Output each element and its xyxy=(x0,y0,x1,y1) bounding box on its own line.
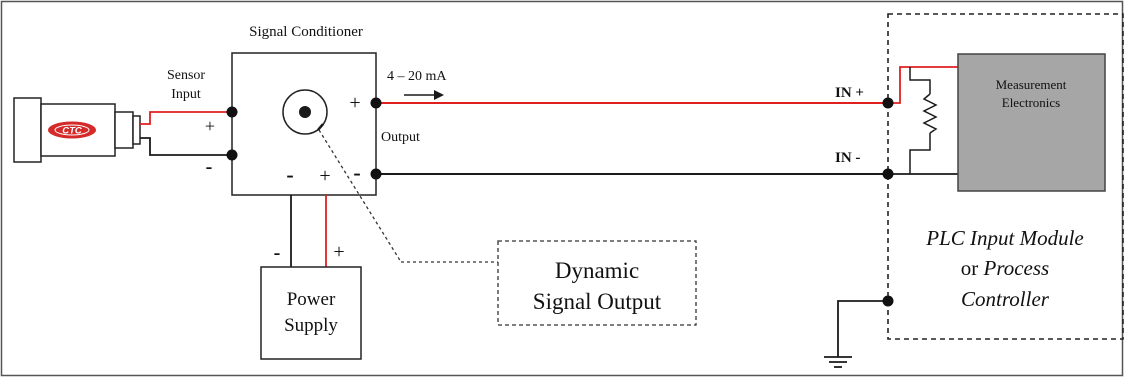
in-minus-label: IN - xyxy=(835,150,860,166)
ground-terminal xyxy=(882,295,894,307)
supply-plus-sign: + xyxy=(319,165,330,187)
dynamic-callout-leader xyxy=(318,129,402,263)
bnc-connector-icon xyxy=(282,89,328,135)
sensor-plus-sign: + xyxy=(205,116,215,136)
measurement-electronics-line2: Electronics xyxy=(1002,95,1060,110)
current-direction-arrow-icon xyxy=(404,90,444,100)
sensor-connector-tip xyxy=(132,115,141,145)
plc-label-or: or xyxy=(961,256,984,280)
plc-label-process: Process xyxy=(983,256,1050,280)
power-supply-box xyxy=(260,266,362,360)
power-supply-label-line1: Power xyxy=(287,289,336,310)
sensor-logo-text: CTC xyxy=(62,126,82,137)
in-plus-label: IN + xyxy=(835,85,864,101)
output-minus-sign: - xyxy=(353,160,360,185)
dynamic-signal-output-box xyxy=(497,240,697,326)
plc-label-line3: Controller xyxy=(961,287,1050,311)
current-range-label: 4 – 20 mA xyxy=(387,69,447,84)
input-minus-terminal xyxy=(882,168,894,180)
sensor-body xyxy=(13,97,42,163)
power-supply-label-line2: Supply xyxy=(284,315,338,336)
input-resistor-icon xyxy=(909,67,938,174)
sensor-minus-terminal xyxy=(226,149,238,161)
dynamic-signal-output-line1: Dynamic xyxy=(555,258,639,283)
sensor-connector xyxy=(114,111,134,149)
power-plus-sign: + xyxy=(333,241,344,263)
plc-label-line1: PLC Input Module xyxy=(925,226,1084,250)
power-minus-sign: - xyxy=(274,242,281,264)
measurement-electronics-box xyxy=(957,53,1106,192)
output-minus-terminal xyxy=(370,168,382,180)
output-plus-terminal xyxy=(370,97,382,109)
sensor-minus-lead xyxy=(140,137,232,156)
sensor-minus-sign: - xyxy=(206,156,213,178)
ctc-logo-icon: CTC xyxy=(48,121,96,139)
ground-icon xyxy=(824,300,888,368)
input-plus-lead xyxy=(888,66,958,104)
input-plus-terminal xyxy=(882,97,894,109)
output-label: Output xyxy=(381,130,420,145)
supply-minus-sign: - xyxy=(286,162,293,187)
sensor-plus-terminal xyxy=(226,106,238,118)
sensor-input-label-line2: Input xyxy=(171,87,201,102)
sensor: CTC xyxy=(13,97,141,163)
terminals xyxy=(226,97,894,307)
sensor-plus-lead xyxy=(140,111,232,125)
plc-label-line2: or Process xyxy=(961,256,1049,280)
dynamic-signal-output-line2: Signal Output xyxy=(533,289,662,314)
signal-conditioner-title: Signal Conditioner xyxy=(249,24,363,40)
output-plus-sign: + xyxy=(349,92,360,114)
measurement-electronics-line1: Measurement xyxy=(996,77,1067,92)
sensor-input-label-line1: Sensor xyxy=(167,68,205,83)
